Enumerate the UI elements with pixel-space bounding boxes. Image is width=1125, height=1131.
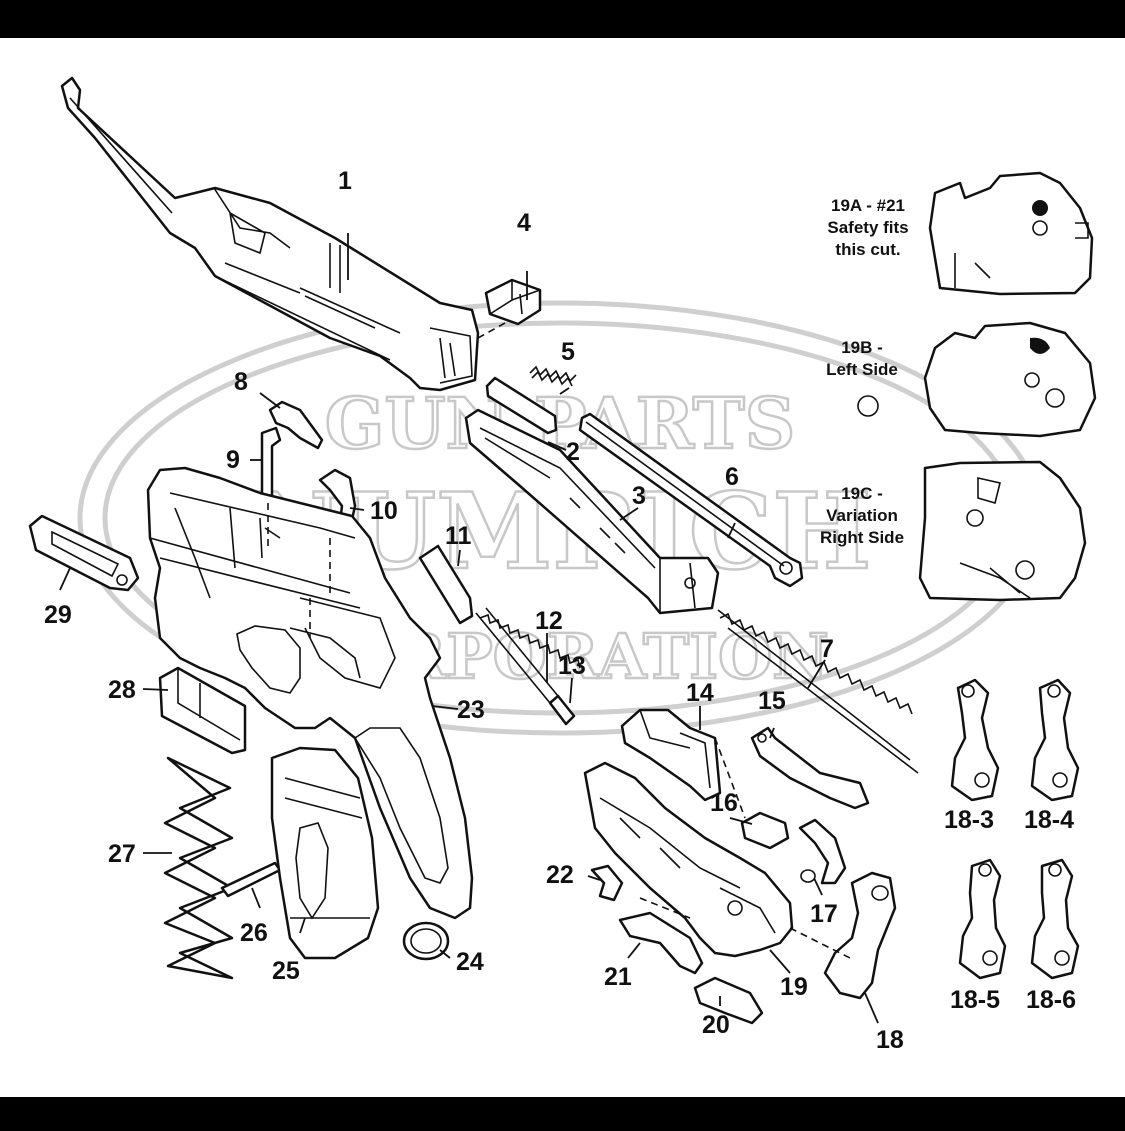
note-19b-line2: Left Side (826, 360, 898, 379)
note-19a-line2: Safety fits (827, 218, 908, 237)
part-12-spring (475, 607, 581, 704)
label-2: 2 (566, 438, 580, 466)
part-17 (798, 818, 847, 885)
label-18-3: 18-3 (944, 806, 994, 834)
label-11: 11 (445, 522, 472, 550)
label-14: 14 (686, 679, 714, 707)
label-6: 6 (725, 463, 739, 491)
note-19c-line2: Variation (826, 506, 898, 525)
label-18-4: 18-4 (1024, 806, 1074, 834)
note-19a-line3: this cut. (835, 240, 900, 259)
label-20: 20 (702, 1011, 730, 1039)
label-25: 25 (272, 957, 300, 985)
part-3-bolt (464, 408, 720, 615)
part-8 (268, 400, 324, 450)
part-labels: 1 2 3 4 5 6 7 8 9 10 11 12 13 14 15 16 1… (44, 167, 1076, 1054)
inset-19c (918, 460, 1087, 602)
label-16: 16 (710, 789, 738, 817)
label-15: 15 (758, 687, 786, 715)
note-19c-line1: 19C - (841, 484, 883, 503)
label-10: 10 (370, 497, 398, 525)
hammer-variation-18-6 (1030, 858, 1080, 980)
label-24: 24 (456, 948, 484, 976)
part-7-spring (717, 609, 919, 774)
label-21: 21 (604, 963, 632, 991)
part-26-pin (220, 861, 282, 898)
part-6-firing-pin (578, 412, 804, 588)
part-16 (740, 811, 790, 850)
inset-19a (928, 171, 1094, 296)
inset-notes: 19A - #21 Safety fits this cut. 19B - Le… (820, 196, 909, 547)
part-28 (158, 666, 247, 755)
hammer-variation-18-3 (950, 678, 1000, 802)
label-29: 29 (44, 601, 72, 629)
part-4-block (484, 278, 542, 326)
label-18-5: 18-5 (950, 986, 1000, 1014)
diagram-frame: GUN PARTS NUMRICH CORPORATION (0, 38, 1125, 1097)
part-20 (693, 976, 764, 1025)
note-19a-line1: 19A - #21 (831, 196, 905, 215)
label-22: 22 (546, 861, 574, 889)
part-14 (620, 708, 722, 802)
note-19b-line1: 19B - (841, 338, 883, 357)
label-1: 1 (338, 167, 352, 195)
label-23: 23 (457, 696, 485, 724)
exploded-parts-diagram: GUN PARTS NUMRICH CORPORATION (28, 76, 1097, 1054)
part-9-pin (260, 426, 282, 502)
part-2 (485, 376, 558, 435)
label-4: 4 (517, 209, 531, 237)
note-19c-line3: Right Side (820, 528, 904, 547)
label-9: 9 (226, 446, 240, 474)
label-5: 5 (561, 338, 575, 366)
part-frame (146, 466, 474, 920)
part-19-lockframe (583, 737, 794, 958)
part-22 (590, 864, 624, 902)
label-28: 28 (108, 676, 136, 704)
part-21 (618, 911, 704, 975)
leader-4 (477, 322, 506, 339)
label-17: 17 (810, 900, 838, 928)
leader-lines (59, 233, 879, 1024)
part-24-ring (402, 921, 450, 961)
hammer-variation-18-4 (1030, 678, 1080, 802)
part-1-receiver (60, 76, 480, 392)
label-3: 3 (632, 482, 646, 510)
part-29 (28, 514, 140, 592)
label-13: 13 (558, 652, 586, 680)
inset-19b (857, 321, 1097, 438)
part-27-spring (163, 756, 234, 980)
hammer-variation-18-5 (958, 858, 1007, 980)
label-18: 18 (876, 1026, 904, 1054)
label-18-6: 18-6 (1026, 986, 1076, 1014)
part-18-hammer (789, 871, 897, 1000)
part-13 (548, 694, 576, 726)
part-11 (418, 544, 474, 625)
label-12: 12 (535, 607, 563, 635)
label-19: 19 (780, 973, 808, 1001)
label-27: 27 (108, 840, 136, 868)
part-25-grip (270, 746, 380, 960)
part-15 (750, 726, 870, 810)
label-8: 8 (234, 368, 248, 396)
label-7: 7 (820, 635, 834, 663)
label-26: 26 (240, 919, 268, 947)
part-5-spring (529, 365, 577, 387)
